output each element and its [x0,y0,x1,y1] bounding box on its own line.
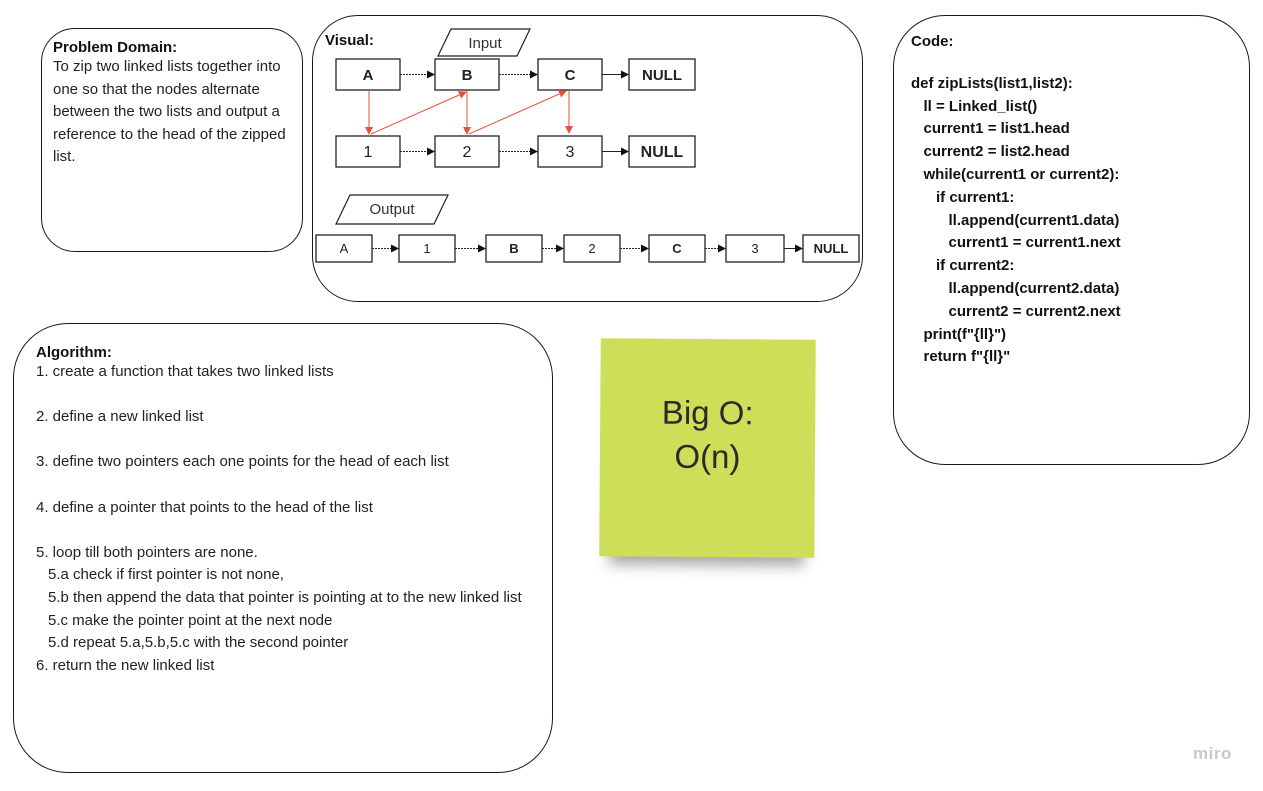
algorithm-steps: 1. create a function that takes two link… [36,361,546,677]
visual-title: Visual: [325,32,374,49]
code-card[interactable]: Code: def zipLists(list1,list2): ll = Li… [893,15,1250,465]
node-label: C [565,67,576,84]
list-node [315,234,373,263]
code-block: def zipLists(list1,list2): ll = Linked_l… [911,50,1121,369]
algorithm-step: 5.c make the pointer point at the next n… [48,611,333,629]
node-label: NULL [642,67,682,84]
algorithm-card[interactable]: Algorithm: 1. create a function that tak… [13,323,553,773]
zipped-list-nodes: A 1 B 2 C 3 NULL [315,234,860,263]
algorithm-step [36,474,546,497]
list-node [485,234,543,263]
node-label: NULL [814,241,849,256]
list1-nodes: A B C NULL [335,58,696,91]
code-line: return f"{ll}" [911,348,1011,366]
code-line: current1 = list1.head [911,120,1070,138]
input-label-shape: Input [437,28,531,57]
miro-logo: miro [1193,744,1232,763]
code-line: current1 = current1.next [911,234,1121,252]
code-line: while(current1 or current2): [911,165,1120,183]
algorithm-step: 2. define a new linked list [36,408,204,426]
node-label: A [363,67,374,84]
code-line: print(f"{ll}") [911,325,1007,343]
problem-domain-card[interactable]: Problem Domain: To zip two linked lists … [41,28,303,252]
code-line: if current1: [911,188,1015,206]
problem-domain-text: To zip two linked lists together into on… [53,58,286,165]
problem-domain-content: Problem Domain: To zip two linked lists … [53,39,293,169]
null-node [628,58,696,91]
node-label: 1 [423,241,430,256]
algorithm-step: 5.a check if first pointer is not none, [48,566,284,584]
sticky-note-text: Big O: O(n) [600,390,816,479]
node-label: B [509,241,518,256]
code-title: Code: [911,33,954,50]
node-label: B [462,67,473,84]
algorithm-step: 1. create a function that takes two link… [36,363,334,380]
node-label: 1 [364,144,373,161]
list-node [537,58,603,91]
list-node [335,58,401,91]
algorithm-content: Algorithm: 1. create a function that tak… [36,344,546,677]
big-o-label: Big O: [661,393,754,432]
list2-nodes: 1 2 3 NULL [335,135,696,168]
algorithm-step [36,429,546,452]
list-node [398,234,456,263]
node-label: 3 [566,144,575,161]
problem-domain-title: Problem Domain: [53,39,178,56]
list-node [537,135,603,168]
list-node [648,234,706,263]
code-line: ll = Linked_list() [911,97,1038,115]
list-node [725,234,785,263]
list-node [563,234,621,263]
zip-order-arrow [468,90,567,135]
input-label: Input [468,35,502,52]
code-line: if current2: [911,257,1015,275]
code-line: def zipLists(list1,list2): [911,74,1073,92]
node-label: 3 [751,241,758,256]
code-line: current2 = current2.next [911,302,1121,320]
code-line: ll.append(current1.data) [911,211,1120,229]
big-o-value: O(n) [674,437,741,476]
list-node [434,135,500,168]
algorithm-step: 5.b then append the data that pointer is… [48,588,522,606]
big-o-sticky-note[interactable]: Big O: O(n) [599,338,816,558]
node-label: C [672,241,682,256]
algorithm-step: 4. define a pointer that points to the h… [36,498,373,516]
node-label: 2 [588,241,595,256]
node-label: 2 [463,144,472,161]
zip-order-arrows [365,90,573,135]
null-node [802,234,860,263]
zip-order-arrow [370,91,467,135]
code-line: ll.append(current2.data) [911,279,1120,297]
output-label-shape: Output [335,194,449,225]
code-line [911,50,1121,73]
code-content: Code: def zipLists(list1,list2): ll = Li… [911,33,1121,369]
algorithm-step: 3. define two pointers each one points f… [36,453,449,471]
code-line: current2 = list2.head [911,143,1070,161]
algorithm-step [36,519,546,542]
algorithm-step [36,384,546,407]
null-node [628,135,696,168]
node-label: A [340,241,349,256]
algorithm-step: 5.d repeat 5.a,5.b,5.c with the second p… [48,634,349,652]
algorithm-step: 5. loop till both pointers are none. [36,543,258,561]
output-label: Output [369,201,415,218]
algorithm-step: 6. return the new linked list [36,656,215,674]
algorithm-title: Algorithm: [36,344,112,361]
node-label: NULL [641,144,684,161]
